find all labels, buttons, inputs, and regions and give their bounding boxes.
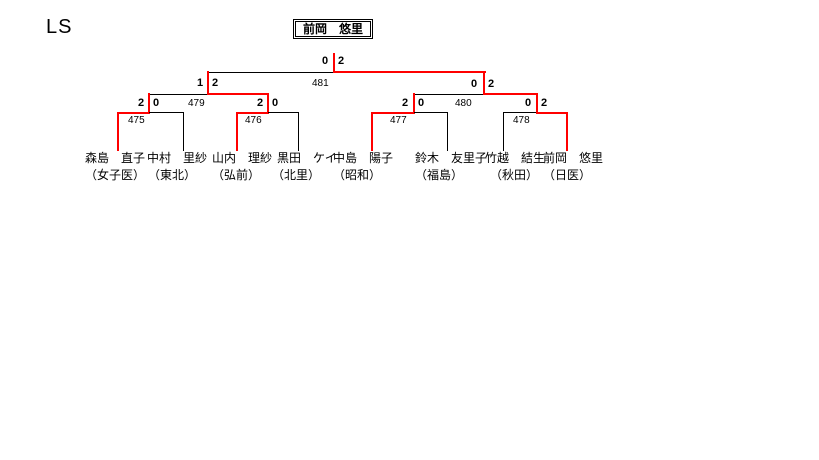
champion-box: 前岡 悠里 <box>293 19 373 39</box>
player-name: 竹越 結生 <box>485 151 546 165</box>
qf4-winner-line <box>536 93 538 114</box>
qf4-match-number: 478 <box>513 115 530 126</box>
qf3-line-winner <box>371 112 415 114</box>
sf-left-score-right: 2 <box>212 77 219 89</box>
qf2-line-winner <box>236 112 269 114</box>
player-team: （東北） <box>148 168 197 182</box>
player-team: （日医） <box>543 168 592 182</box>
final-line-left <box>208 72 334 73</box>
qf2-match-number: 476 <box>245 115 262 126</box>
semifinal-left-winner-line <box>207 71 209 95</box>
qf1-line-black <box>149 112 184 113</box>
qf4-score-left: 0 <box>525 97 532 109</box>
player-team: （福島） <box>415 168 464 182</box>
final-match-number: 481 <box>312 78 329 89</box>
sf-right-score-right: 2 <box>488 78 495 90</box>
sf-right-score-left: 0 <box>471 78 478 90</box>
sf-left-line-winner <box>207 93 269 95</box>
player5-leg-winner <box>371 112 373 151</box>
qf4-score-right: 2 <box>541 97 548 109</box>
qf2-score-right: 0 <box>272 97 279 109</box>
sf-left-match-number: 479 <box>188 98 205 109</box>
qf2-winner-line <box>267 93 269 114</box>
player-name: 森島 直子 <box>85 151 146 165</box>
qf3-score-right: 0 <box>418 97 425 109</box>
qf3-score-left: 2 <box>402 97 409 109</box>
player4-leg <box>298 112 299 151</box>
player-name: 黒田 ケイ <box>277 151 337 165</box>
player-team: （秋田） <box>490 168 539 182</box>
semifinal-right-winner-line <box>483 71 485 95</box>
player8-leg-winner <box>566 112 568 151</box>
player-team: （女子医） <box>85 168 146 182</box>
sf-left-score-left: 1 <box>197 77 204 89</box>
qf3-line-black <box>414 112 448 113</box>
player-team: （北里） <box>272 168 321 182</box>
player2-leg <box>183 112 184 151</box>
qf3-winner-line <box>413 93 415 114</box>
final-line-right-winner <box>333 71 486 73</box>
player-name: 中村 里紗 <box>147 151 208 165</box>
qf1-line-winner <box>117 112 150 114</box>
qf2-line-black <box>268 112 299 113</box>
qf3-match-number: 477 <box>390 115 407 126</box>
qf1-score-right: 0 <box>153 97 160 109</box>
champion-winner-line <box>333 53 335 73</box>
player-name: 中島 陽子 <box>333 151 394 165</box>
player1-leg-winner <box>117 112 119 151</box>
player-team: （弘前） <box>212 168 261 182</box>
sf-right-line-black <box>414 94 484 95</box>
sf-right-match-number: 480 <box>455 98 472 109</box>
final-score-left: 0 <box>322 55 329 67</box>
qf4-line-black <box>503 112 537 113</box>
category-label: LS <box>46 16 73 38</box>
player6-leg <box>447 112 448 151</box>
player7-leg <box>503 112 504 151</box>
player-name: 山内 理紗 <box>212 151 273 165</box>
qf4-line-winner <box>536 112 568 114</box>
sf-left-line-black <box>149 94 208 95</box>
final-score-right: 2 <box>338 55 345 67</box>
sf-right-line-winner <box>483 93 538 95</box>
player-team: （昭和） <box>333 168 382 182</box>
qf1-winner-line <box>148 93 150 114</box>
qf1-score-left: 2 <box>138 97 145 109</box>
player-name: 鈴木 友里子 <box>415 151 488 165</box>
player3-leg-winner <box>236 112 238 151</box>
player-name: 前岡 悠里 <box>543 151 604 165</box>
qf2-score-left: 2 <box>257 97 264 109</box>
qf1-match-number: 475 <box>128 115 145 126</box>
